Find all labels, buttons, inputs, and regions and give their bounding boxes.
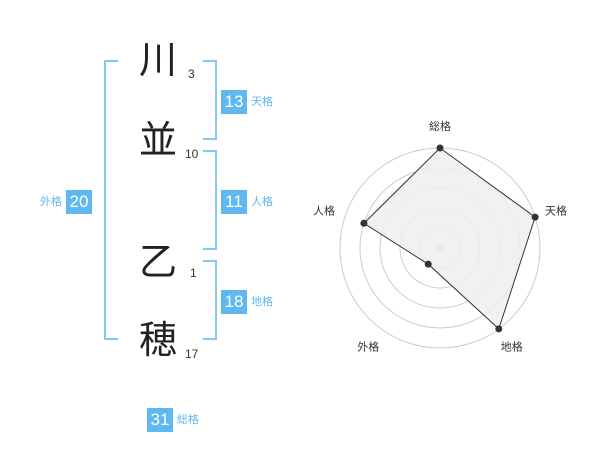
radar-point-3 [495,325,503,333]
jinkaku-bracket [203,150,217,250]
gaikaku-score: 外格 20 [40,190,92,214]
soukaku-label: 総格 [177,413,199,426]
stroke-count-4: 17 [185,347,199,361]
radar-area [363,147,536,330]
soukaku-score: 31 総格 [147,408,199,432]
chikaku-score: 18 地格 [221,290,273,314]
radar-point-4 [424,260,432,268]
jinkaku-label: 人格 [251,195,273,208]
soukaku-value: 31 [147,408,173,432]
radar-point-2 [531,213,539,221]
chikaku-bracket [203,260,217,340]
jinkaku-score: 11 人格 [221,190,273,214]
jinkaku-value: 11 [221,190,247,214]
stroke-count-1: 3 [188,67,195,81]
radar-axis-label-5: 人格 [313,203,335,217]
name-char-3: 乙 [138,240,177,284]
radar-point-1 [436,144,444,152]
radar-axis-label-2: 天格 [545,203,567,217]
radar-axis-label-1: 総格 [429,119,451,133]
tenkaku-value: 13 [221,90,247,114]
radar-axis-label-3: 地格 [501,340,523,354]
tenkaku-bracket [203,60,217,140]
gaikaku-value: 20 [66,190,92,214]
radar-point-5 [360,219,368,227]
gaikaku-label: 外格 [40,195,62,208]
tenkaku-label: 天格 [251,95,273,108]
name-char-1: 川 [138,38,177,82]
chikaku-label: 地格 [251,295,273,308]
name-char-2: 並 [138,118,177,162]
gaikaku-bracket [104,60,118,340]
chikaku-value: 18 [221,290,247,314]
name-char-4: 穂 [138,318,177,362]
tenkaku-score: 13 天格 [221,90,273,114]
radar-axis-label-4: 外格 [357,340,379,354]
stroke-count-2: 10 [185,147,199,161]
stroke-count-3: 1 [190,266,197,280]
